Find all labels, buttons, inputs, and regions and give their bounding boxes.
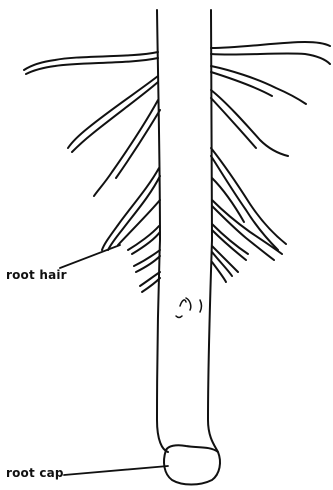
root-hair bbox=[94, 100, 158, 196]
root-hair bbox=[26, 58, 158, 74]
root-cap-leader-line bbox=[64, 466, 168, 475]
root-hair bbox=[211, 148, 286, 244]
root-hair bbox=[212, 200, 282, 254]
root-hair bbox=[102, 168, 159, 250]
root-hair bbox=[142, 278, 160, 292]
root-hair bbox=[211, 90, 288, 156]
root-hair bbox=[212, 224, 248, 254]
root-hair-leader-line bbox=[60, 245, 120, 268]
cell-marks bbox=[176, 298, 202, 318]
root-hair-label: root hair bbox=[6, 268, 67, 282]
root-hair bbox=[140, 272, 160, 286]
root-hair bbox=[211, 42, 330, 48]
root-hair bbox=[68, 76, 158, 148]
root-hair bbox=[211, 98, 256, 148]
root-hair bbox=[211, 53, 330, 64]
root-hairs-right bbox=[211, 42, 330, 282]
root-cap-label: root cap bbox=[6, 466, 64, 480]
root-hair bbox=[134, 250, 160, 266]
root-hair bbox=[116, 110, 160, 178]
root-hair bbox=[72, 82, 158, 152]
root-hair bbox=[211, 66, 306, 104]
root-cap bbox=[164, 445, 220, 484]
root-hair bbox=[132, 232, 160, 254]
root-hair bbox=[211, 72, 272, 96]
